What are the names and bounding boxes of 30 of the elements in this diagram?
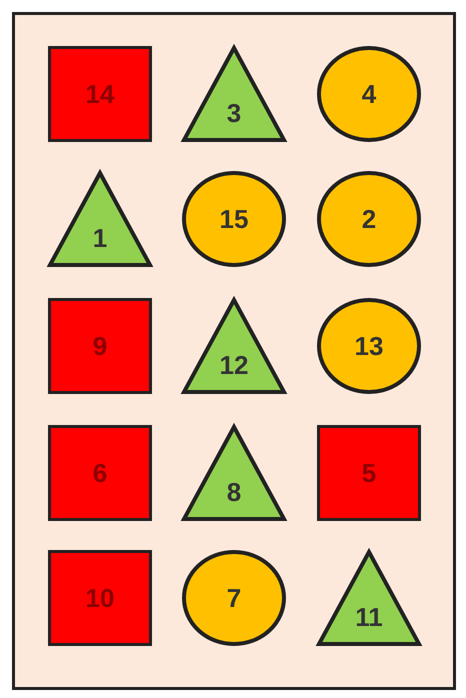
shape-number: 1 — [92, 223, 108, 253]
shape-number: 8 — [226, 477, 242, 507]
square-node — [48, 46, 152, 142]
triangle-node — [182, 46, 286, 142]
square-node — [48, 298, 152, 394]
shape-number: 6 — [92, 458, 108, 488]
shape-number: 10 — [86, 583, 114, 613]
shape-number: 7 — [226, 583, 242, 613]
square-node — [48, 550, 152, 646]
square-node — [48, 425, 152, 521]
triangle-node — [182, 298, 286, 394]
shape-number: 12 — [220, 350, 248, 380]
circle-node — [317, 46, 421, 142]
shape-number: 15 — [220, 204, 248, 234]
shape-number: 13 — [354, 331, 384, 361]
triangle-node — [317, 550, 421, 646]
triangle-node — [182, 425, 286, 521]
shape-number: 3 — [226, 98, 242, 128]
shape-number: 14 — [86, 79, 114, 109]
shape-number: 11 — [355, 602, 383, 632]
circle-node — [182, 550, 286, 646]
shape-number: 9 — [92, 331, 108, 361]
triangle-node — [48, 171, 152, 267]
circle-node — [317, 171, 421, 267]
square-node — [317, 425, 421, 521]
circle-node — [182, 171, 286, 267]
circle-node — [317, 298, 421, 394]
shape-number: 4 — [362, 79, 376, 109]
shape-number: 5 — [362, 458, 376, 488]
shape-number: 2 — [362, 204, 376, 234]
